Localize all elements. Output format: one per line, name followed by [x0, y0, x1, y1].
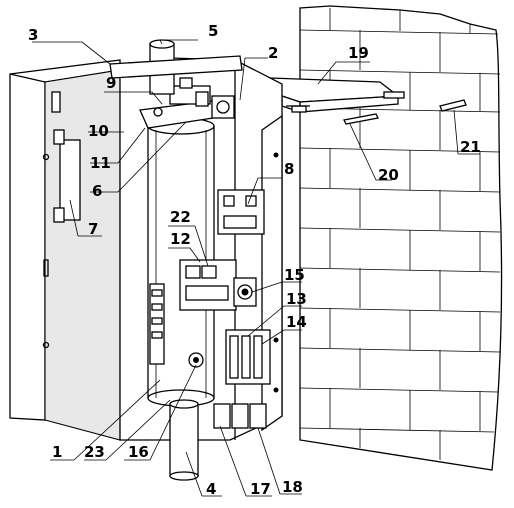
callout-23: 23 [84, 443, 105, 461]
callout-18: 18 [282, 478, 303, 496]
callout-labels: 3 5 2 9 10 11 6 7 8 19 20 21 22 12 15 13… [28, 22, 481, 498]
callout-20: 20 [378, 166, 399, 184]
brick-wall [299, 5, 503, 471]
callout-21: 21 [460, 138, 481, 156]
control-module [51, 91, 81, 223]
heating-element-terminals [149, 283, 165, 365]
callout-1: 1 [52, 443, 62, 461]
thermostat-knob [233, 277, 257, 307]
callout-5: 5 [208, 22, 218, 40]
cable-glands [213, 403, 267, 429]
callout-4: 4 [206, 480, 216, 498]
callout-8: 8 [284, 160, 294, 178]
drain-plug [188, 352, 204, 368]
anchor-bolt-21 [439, 99, 467, 112]
callout-7: 7 [88, 220, 98, 238]
callout-16: 16 [128, 443, 149, 461]
callout-13: 13 [286, 290, 307, 308]
inlet-pipe [169, 399, 199, 481]
circuit-breaker [179, 259, 237, 311]
callout-6: 6 [92, 182, 102, 200]
mounting-bracket [268, 77, 400, 113]
anchor-bolt-20 [343, 113, 379, 125]
anchor-bolt-upper [286, 91, 405, 107]
outlet-pipe [109, 39, 243, 95]
callout-3: 3 [28, 26, 38, 44]
terminal-block [225, 329, 271, 385]
contactor [217, 189, 265, 235]
leader-lines [32, 39, 480, 497]
callout-12: 12 [170, 230, 191, 248]
callout-17: 17 [250, 480, 271, 498]
callout-10: 10 [88, 122, 109, 140]
callout-22: 22 [170, 208, 191, 226]
top-flange [139, 77, 235, 129]
front-cover [9, 59, 121, 441]
callout-2: 2 [268, 44, 278, 62]
callout-14: 14 [286, 313, 307, 331]
callout-9: 9 [106, 74, 116, 92]
callout-15: 15 [284, 266, 305, 284]
callout-11: 11 [90, 154, 111, 172]
callout-19: 19 [348, 44, 369, 62]
